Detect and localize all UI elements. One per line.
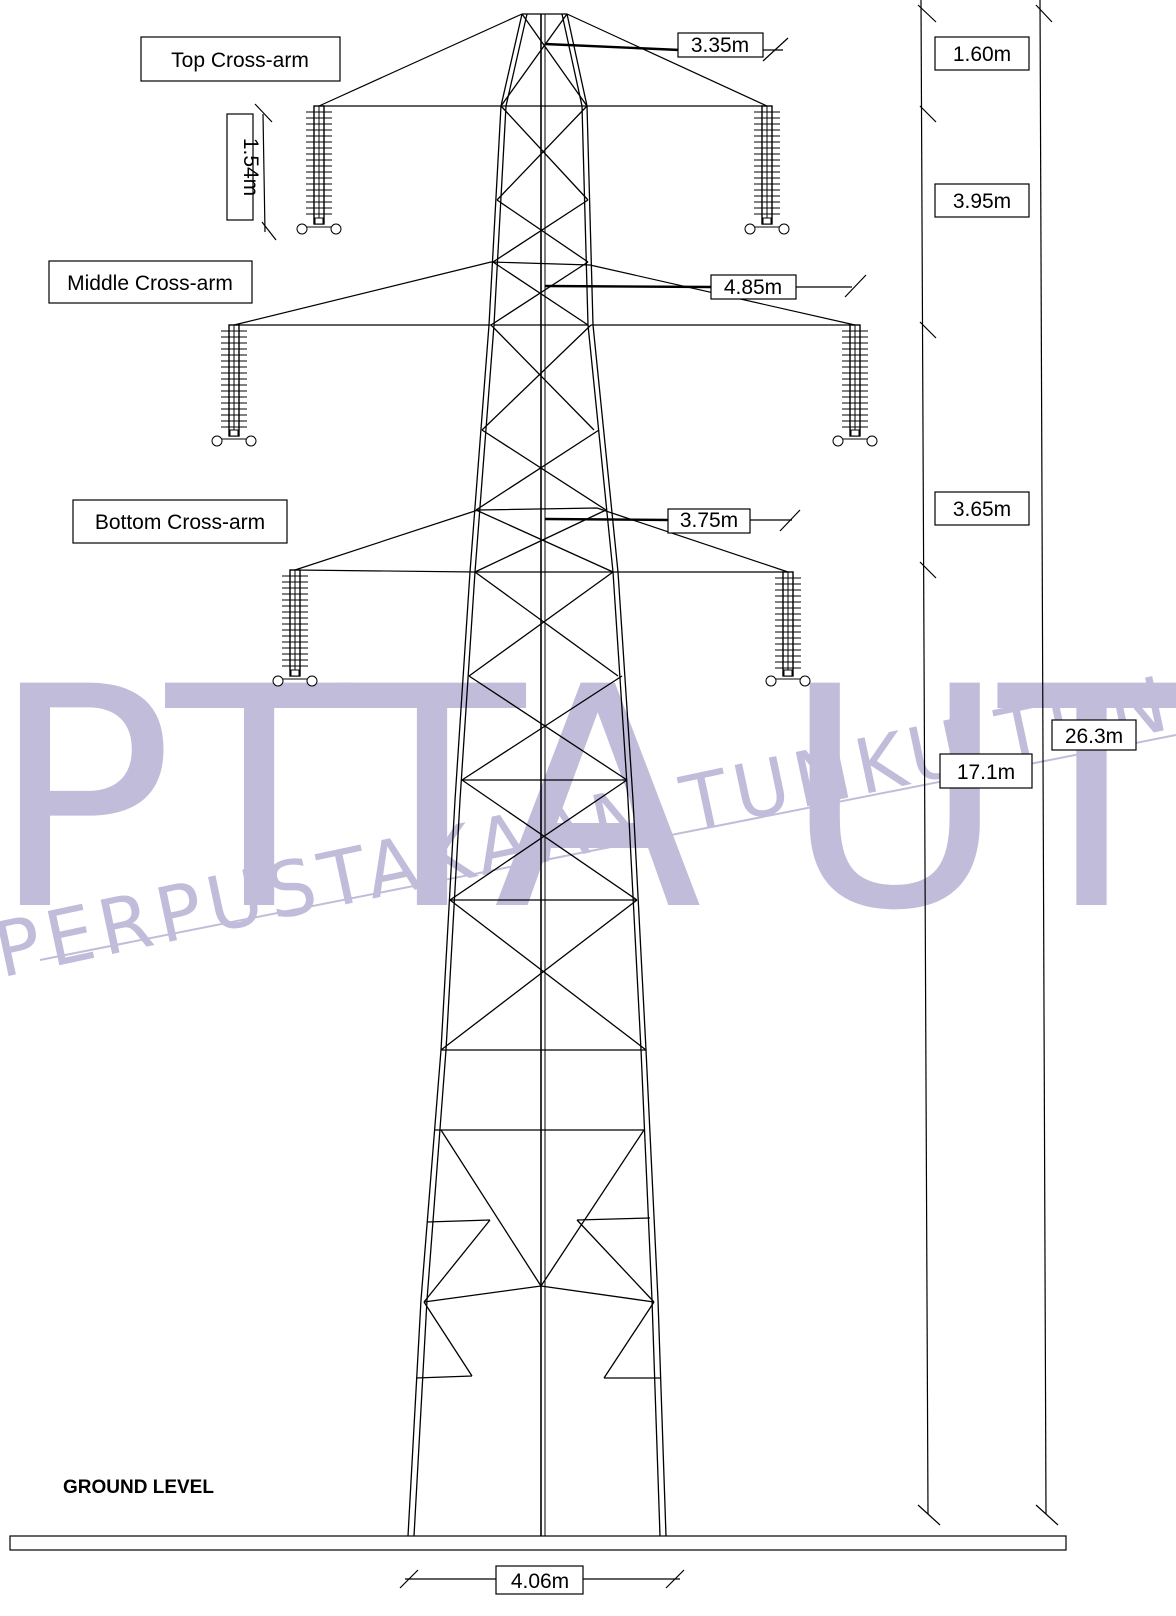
bottom-right-insulator (765, 571, 811, 687)
height-tick (919, 561, 937, 579)
bottom-arm-height-label: 17.1m (957, 761, 1015, 784)
conductor-ring (330, 223, 342, 235)
bottom-arm-height-box (939, 753, 1033, 789)
middle-arm-dimension-line (544, 284, 713, 289)
insulator-clamp (229, 429, 239, 437)
crossarms (233, 13, 856, 573)
ground-level-label: GROUND LEVEL (63, 1477, 214, 1498)
bottom-arm-length-box (667, 508, 751, 534)
insulator-clamp (850, 429, 860, 437)
conductor-ring (245, 435, 257, 447)
total-height-box (1051, 719, 1137, 751)
base-width-label: 4.06m (511, 1570, 569, 1593)
tower-bracing (490, 13, 589, 326)
middle-crossarm-label: Middle Cross-arm (67, 272, 233, 295)
tower-left-leg (407, 13, 523, 1537)
base-dimension-tick (665, 1569, 685, 1589)
middle-left-insulator (211, 324, 257, 447)
top-arm-length-box (677, 32, 764, 58)
tower-left-leg-inner (413, 13, 528, 1537)
bottom-crossarm-label: Bottom Cross-arm (95, 511, 265, 534)
height-tick (1035, 1504, 1059, 1526)
tower-right-leg (566, 13, 667, 1537)
height-tick (1035, 4, 1053, 23)
top-section-height-label: 1.60m (953, 43, 1011, 66)
tower-right-leg-inner (561, 13, 661, 1537)
middle-right-insulator (832, 324, 878, 447)
base-width-box (495, 1565, 584, 1595)
conductor-ring (296, 223, 308, 235)
height-tick (917, 1504, 941, 1526)
top-to-middle-height-box (934, 183, 1030, 218)
conductor-ring (799, 675, 811, 687)
label-boxes: Top Cross-arm Middle Cross-arm Bottom Cr… (48, 32, 1137, 1595)
top-right-insulator (744, 105, 790, 235)
top-arm-length-label: 3.35m (691, 34, 749, 57)
bottom-left-insulator (272, 569, 318, 687)
tower-bracing (415, 1129, 660, 1379)
tower-bracing (440, 324, 647, 1051)
insulator-dimension-line (262, 113, 266, 233)
middle-arm-dimension-tick (844, 274, 867, 298)
top-arm-dimension-line (544, 42, 681, 52)
insulator-clamp (762, 217, 772, 225)
watermark-big-text: PTTA UTHM (0, 622, 1176, 977)
insulator-length-box (226, 113, 254, 221)
insulator-length-label: 1.54m (239, 138, 262, 196)
middle-crossarm-label-box (48, 260, 253, 304)
top-section-height-box (934, 36, 1030, 71)
height-tick (917, 4, 937, 23)
bottom-arm-dimension-line (544, 517, 671, 522)
bottom-arm-length-label: 3.75m (680, 509, 738, 532)
bottom-crossarm-label-box (72, 499, 288, 544)
conductor-ring (306, 675, 318, 687)
conductor-ring (744, 223, 756, 235)
insulator-dimension-tick (254, 103, 273, 123)
height-tick (919, 321, 937, 339)
top-left-insulator (296, 105, 342, 235)
height-dimension-line (920, 0, 929, 1515)
base-dimension-tick (399, 1569, 419, 1589)
conductor-ring (765, 675, 777, 687)
bottom-arm-dimension-tick (779, 509, 801, 532)
height-tick (919, 105, 937, 123)
middle-arm-length-box (710, 274, 797, 300)
top-to-middle-height-label: 3.95m (953, 190, 1011, 213)
insulator-clamp (290, 669, 300, 677)
total-height-label: 26.3m (1065, 725, 1123, 748)
insulator-group (211, 105, 878, 687)
conductor-ring (211, 435, 223, 447)
top-crossarm-label: Top Cross-arm (171, 49, 309, 72)
insulator-dimension-tick (261, 221, 277, 241)
conductor-ring (866, 435, 878, 447)
ground-slab (9, 1535, 1067, 1551)
top-arm-dimension-tick (762, 37, 789, 62)
conductor-ring (832, 435, 844, 447)
dimension-lines (254, 0, 1059, 1589)
insulator-clamp (783, 669, 793, 677)
top-crossarm-structure (318, 13, 768, 107)
tower-body (407, 13, 667, 1537)
insulator-clamp (314, 217, 324, 225)
conductor-ring (272, 675, 284, 687)
conductor-ring (778, 223, 790, 235)
middle-to-bottom-height-box (934, 491, 1030, 526)
middle-crossarm-structure (233, 261, 856, 326)
middle-arm-length-label: 4.85m (724, 276, 782, 299)
middle-to-bottom-height-label: 3.65m (953, 498, 1011, 521)
top-crossarm-label-box (140, 36, 341, 82)
bottom-crossarm-structure (294, 507, 789, 573)
height-dimension-line (1039, 0, 1047, 1515)
